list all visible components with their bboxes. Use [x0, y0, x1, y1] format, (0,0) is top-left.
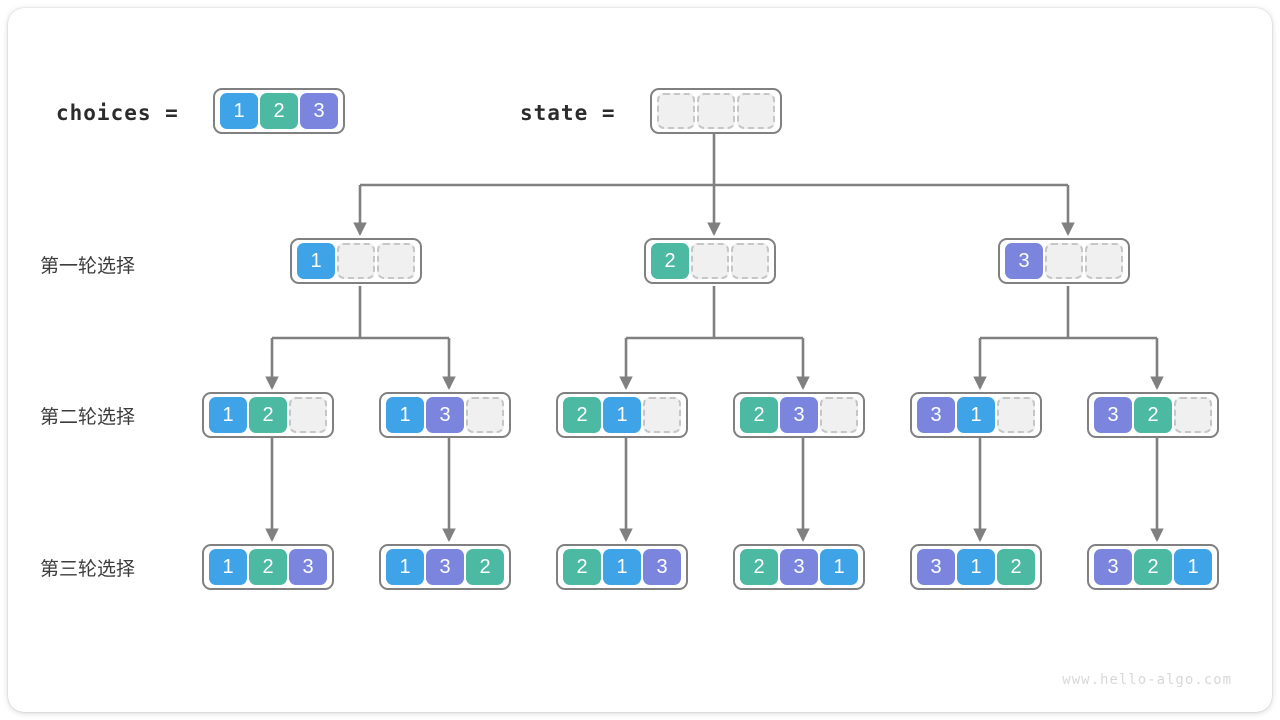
node-cell: 2: [651, 243, 689, 279]
node-round3-3: 2 1 3: [556, 544, 688, 590]
node-round1-2: 2: [644, 238, 776, 284]
row-label-round-3: 第三轮选择: [40, 559, 136, 580]
node-cell: 3: [643, 549, 681, 585]
choices-cell: 1: [220, 93, 258, 129]
node-cell: [289, 397, 327, 433]
node-round2-3: 2 1: [556, 392, 688, 438]
node-cell: 2: [249, 397, 287, 433]
state-cell: [737, 93, 775, 129]
node-cell: 1: [386, 549, 424, 585]
node-cell: [731, 243, 769, 279]
node-cell: 2: [1134, 549, 1172, 585]
node-cell: 3: [780, 549, 818, 585]
choices-cell: 2: [260, 93, 298, 129]
state-label: state =: [520, 101, 616, 125]
node-cell: [820, 397, 858, 433]
node-cell: 2: [563, 397, 601, 433]
node-cell: 2: [740, 549, 778, 585]
node-round2-6: 3 2: [1087, 392, 1219, 438]
node-cell: [1085, 243, 1123, 279]
node-round1-3: 3: [998, 238, 1130, 284]
node-round2-4: 2 3: [733, 392, 865, 438]
node-cell: 3: [1005, 243, 1043, 279]
node-cell: [377, 243, 415, 279]
connector-layer: [265, 134, 1164, 543]
node-round3-4: 2 3 1: [733, 544, 865, 590]
node-round2-1: 1 2: [202, 392, 334, 438]
node-cell: [1174, 397, 1212, 433]
state-array: [650, 88, 782, 134]
node-cell: 3: [780, 397, 818, 433]
watermark: www.hello-algo.com: [1062, 672, 1232, 688]
node-cell: [466, 397, 504, 433]
node-cell: 3: [289, 549, 327, 585]
choices-label: choices =: [56, 101, 179, 125]
node-cell: 3: [1094, 549, 1132, 585]
node-cell: 1: [209, 549, 247, 585]
node-cell: [643, 397, 681, 433]
node-cell: 1: [957, 397, 995, 433]
node-cell: 1: [603, 549, 641, 585]
node-cell: 3: [426, 397, 464, 433]
node-round2-5: 3 1: [910, 392, 1042, 438]
diagram-card: choices = 1 2 3 state = 第一轮选择 第二轮选择 第三轮选…: [8, 8, 1272, 712]
node-cell: 3: [426, 549, 464, 585]
node-cell: [337, 243, 375, 279]
node-cell: 2: [1134, 397, 1172, 433]
node-cell: 1: [386, 397, 424, 433]
choices-array: 1 2 3: [213, 88, 345, 134]
state-cell: [657, 93, 695, 129]
node-cell: [1045, 243, 1083, 279]
node-cell: 1: [1174, 549, 1212, 585]
node-cell: 1: [603, 397, 641, 433]
node-round3-6: 3 2 1: [1087, 544, 1219, 590]
node-cell: 2: [466, 549, 504, 585]
node-round3-2: 1 3 2: [379, 544, 511, 590]
node-cell: 1: [820, 549, 858, 585]
node-round3-1: 1 2 3: [202, 544, 334, 590]
node-cell: 3: [917, 397, 955, 433]
node-round3-5: 3 1 2: [910, 544, 1042, 590]
node-cell: 2: [563, 549, 601, 585]
row-label-round-1: 第一轮选择: [40, 256, 136, 277]
node-round1-1: 1: [290, 238, 422, 284]
state-cell: [697, 93, 735, 129]
node-cell: 3: [917, 549, 955, 585]
node-cell: 3: [1094, 397, 1132, 433]
node-cell: 2: [740, 397, 778, 433]
node-cell: 1: [957, 549, 995, 585]
node-cell: 1: [209, 397, 247, 433]
node-cell: [691, 243, 729, 279]
node-cell: 2: [249, 549, 287, 585]
row-label-round-2: 第二轮选择: [40, 407, 136, 428]
diagram-stage: choices = 1 2 3 state = 第一轮选择 第二轮选择 第三轮选…: [8, 8, 1272, 712]
node-cell: [997, 397, 1035, 433]
choices-cell: 3: [300, 93, 338, 129]
node-round2-2: 1 3: [379, 392, 511, 438]
node-cell: 2: [997, 549, 1035, 585]
node-cell: 1: [297, 243, 335, 279]
